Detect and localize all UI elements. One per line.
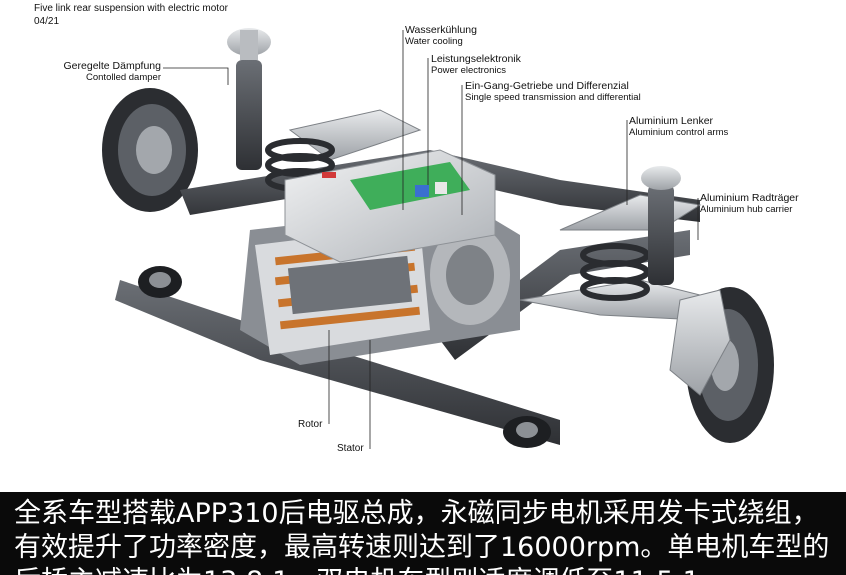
label-damper: Geregelte Dämpfung Contolled damper: [40, 60, 161, 84]
label-trans-en: Single speed transmission and differenti…: [465, 92, 641, 103]
caption-bar: 全系车型搭载APP310后电驱总成，永磁同步电机采用发卡式绕组， 有效提升了功率…: [0, 492, 846, 575]
label-water-cooling: Wasserkühlung Water cooling: [405, 24, 477, 48]
caption-line-3: 后桥主减速比为13.8:1，双电机车型则适度调低至11.5:1。: [14, 566, 727, 575]
left-wheel-hub: [102, 88, 198, 212]
label-stator: Stator: [337, 443, 364, 454]
label-power-en: Power electronics: [431, 65, 506, 76]
suspension-illustration: [102, 28, 774, 449]
label-cooling-de: Wasserkühlung: [405, 24, 477, 36]
rotor-core: [287, 255, 413, 315]
label-damper-en: Contolled damper: [86, 72, 161, 83]
caption-line-2: 有效提升了功率密度，最高转速则达到了16000rpm。单电机车型的: [14, 532, 830, 563]
label-hub-de: Aluminium Radträger: [700, 192, 799, 204]
label-transmission: Ein-Gang-Getriebe und Differenzial Singl…: [465, 80, 641, 104]
caption-line-1: 全系车型搭载APP310后电驱总成，永磁同步电机采用发卡式绕组，: [14, 498, 819, 529]
label-cooling-en: Water cooling: [405, 36, 463, 47]
diagram-title: Five link rear suspension with electric …: [34, 3, 228, 14]
label-power-electronics: Leistungselektronik Power electronics: [431, 53, 521, 77]
label-power-de: Leistungselektronik: [431, 53, 521, 65]
label-rotor: Rotor: [298, 419, 323, 430]
label-hub-en: Aluminium hub carrier: [700, 204, 793, 215]
label-hub-carrier: Aluminium Radträger Aluminium hub carrie…: [700, 192, 799, 216]
left-damper: [227, 28, 271, 170]
right-spring: [580, 243, 650, 301]
right-damper: [641, 166, 681, 285]
label-damper-de: Geregelte Dämpfung: [63, 60, 161, 72]
label-control-arms: Aluminium Lenker Aluminium control arms: [629, 115, 728, 139]
pcb: [350, 162, 470, 210]
diagram-code: 04/21: [34, 16, 60, 27]
label-arms-de: Aluminium Lenker: [629, 115, 714, 127]
leader-lines: [163, 30, 699, 449]
label-trans-de: Ein-Gang-Getriebe und Differenzial: [465, 80, 629, 92]
electric-drive-unit: [240, 149, 520, 365]
label-arms-en: Aluminium control arms: [629, 127, 729, 138]
hub-carrier: [669, 289, 731, 396]
